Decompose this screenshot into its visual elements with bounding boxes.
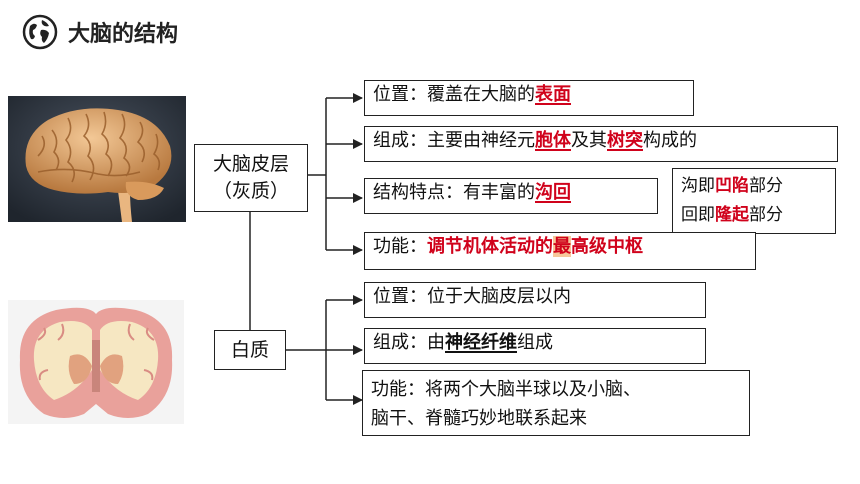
cortex-feature-text: 结构特点：有丰富的 (373, 182, 535, 203)
cortex-feature-box: 结构特点：有丰富的沟回 (364, 178, 658, 214)
cortex-position-highlight: 表面 (535, 84, 571, 105)
cortex-box: 大脑皮层 （灰质） (194, 144, 308, 212)
cortex-function-text: 功能： (373, 236, 427, 257)
brain-section-image (8, 300, 184, 424)
cortex-composition-text: 组成：主要由神经元 (373, 130, 535, 151)
cortex-position-box: 位置：覆盖在大脑的表面 (364, 80, 694, 116)
globe-icon (22, 14, 58, 50)
cortex-function-highlight-1: 调节机体活动的 (427, 236, 553, 257)
cortex-feature-highlight: 沟回 (535, 182, 571, 203)
header: 大脑的结构 (22, 14, 178, 50)
cortex-sublabel: （灰质） (212, 180, 289, 202)
cortex-composition-box: 组成：主要由神经元胞体及其树突构成的 (364, 126, 838, 162)
cortex-composition-text-3: 构成的 (643, 130, 697, 151)
gyri-sulci-note: 沟即凹陷部分 回即隆起部分 (672, 168, 836, 234)
white-matter-box: 白质 (214, 330, 286, 370)
white-function-box: 功能：将两个大脑半球以及小脑、 脑干、脊髓巧妙地联系起来 (362, 370, 750, 436)
sulcus-note-line: 沟即凹陷部分 (681, 176, 783, 196)
cortex-composition-highlight-2: 树突 (607, 130, 643, 151)
white-composition-highlight: 神经纤维 (445, 332, 517, 353)
white-composition-text-2: 组成 (517, 332, 553, 353)
white-composition-text: 组成：由 (373, 332, 445, 353)
cortex-function-highlight-2: 最 (553, 236, 571, 257)
cortex-label: 大脑皮层 (212, 153, 289, 175)
page-title: 大脑的结构 (68, 22, 179, 47)
cortex-composition-highlight-1: 胞体 (535, 130, 571, 151)
white-composition-box: 组成：由神经纤维组成 (364, 328, 706, 364)
white-position-text: 位置：位于大脑皮层以内 (373, 286, 571, 307)
white-function-line-2: 脑干、脊髓巧妙地联系起来 (371, 408, 587, 429)
brain-side-image (8, 96, 186, 222)
white-position-box: 位置：位于大脑皮层以内 (364, 282, 706, 318)
white-matter-label: 白质 (230, 339, 269, 361)
white-function-line-1: 功能：将两个大脑半球以及小脑、 (371, 379, 641, 400)
gyrus-note-line: 回即隆起部分 (681, 205, 783, 225)
cortex-function-box: 功能：调节机体活动的最高级中枢 (364, 232, 756, 270)
cortex-position-text: 位置：覆盖在大脑的 (373, 84, 535, 105)
cortex-function-highlight-3: 高级中枢 (571, 236, 643, 257)
cortex-composition-text-2: 及其 (571, 130, 607, 151)
